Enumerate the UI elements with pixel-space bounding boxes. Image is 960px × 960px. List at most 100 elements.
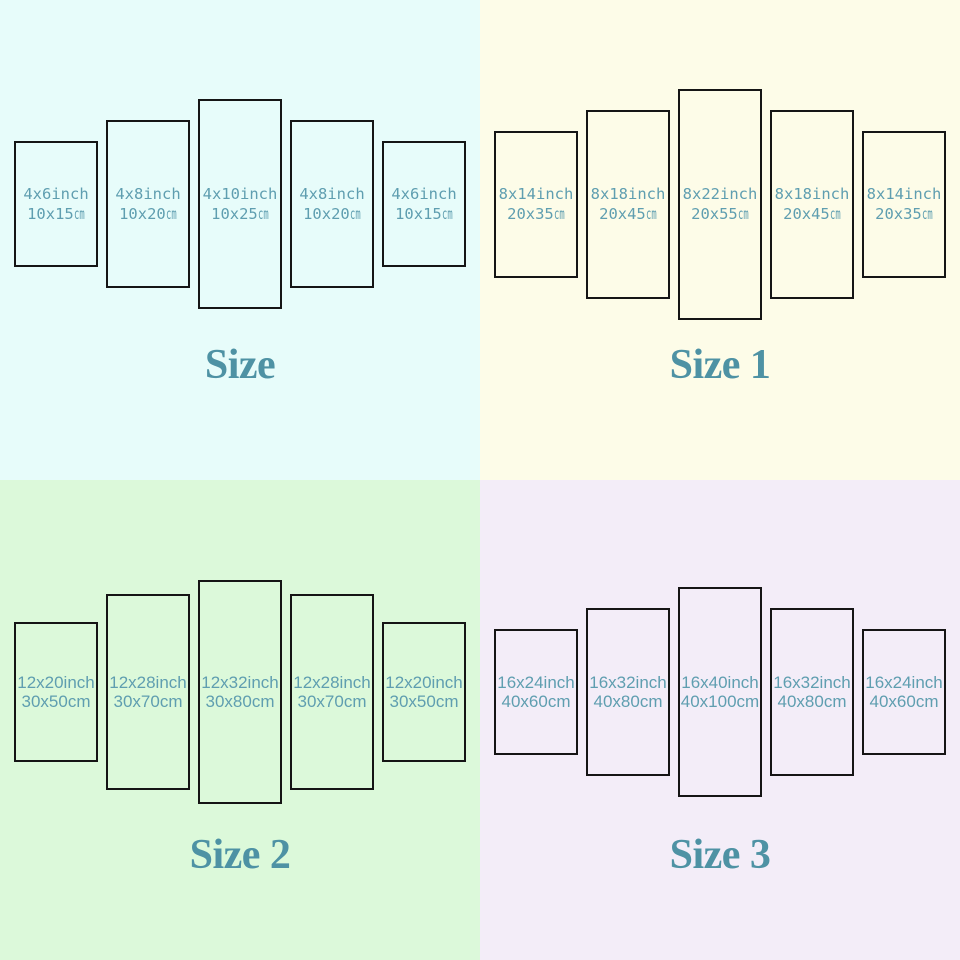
panel-size-cm: 30x80cm (201, 692, 279, 711)
panel-size-cm: 20x35cm (867, 204, 942, 225)
cm-unit: cm (736, 692, 760, 711)
panel-size-cm: 10x15cm (391, 204, 456, 225)
panel-size-cm: 20x55cm (683, 204, 758, 225)
panel-size-cm: 40x80cm (589, 692, 667, 711)
panel-size-cm: 20x35cm (499, 204, 574, 225)
cm-unit: cm (349, 205, 361, 223)
panel-size-inch: 4x8inch (115, 184, 181, 203)
cm-unit: cm (547, 692, 571, 711)
panel-size-inch: 12x20inch (385, 673, 463, 692)
cm-unit: cm (159, 692, 183, 711)
panel-size-cm: 10x15cm (23, 204, 88, 225)
cm-value: 40x100 (680, 692, 737, 711)
panel-size-cm: 20x45cm (775, 204, 850, 225)
cm-value: 40x80 (777, 692, 824, 711)
cm-unit: cm (915, 692, 939, 711)
cm-value: 10x20 (119, 204, 166, 223)
cm-unit: cm (73, 205, 85, 223)
panel-size-inch: 12x32inch (201, 673, 279, 692)
panel-size-inch: 8x14inch (498, 184, 574, 203)
panel-size-cm: 30x70cm (109, 692, 187, 711)
cm-value: 40x60 (501, 692, 548, 711)
panel-size-cm: 30x70cm (293, 692, 371, 711)
cm-unit: cm (67, 692, 91, 711)
cm-value: 30x50 (21, 692, 68, 711)
panel-size-cm: 30x50cm (385, 692, 463, 711)
panel-size-inch: 16x32inch (589, 673, 667, 692)
panel-size-inch: 16x32inch (773, 673, 851, 692)
cm-unit: cm (441, 205, 453, 223)
quadrant-title: Size (204, 342, 276, 388)
panel-size-inch: 12x28inch (293, 673, 371, 692)
panel-size-cm: 40x100cm (681, 692, 759, 711)
cm-unit: cm (921, 205, 933, 223)
panel-size-cm: 10x20cm (299, 204, 364, 225)
cm-value: 20x35 (875, 204, 922, 223)
cm-value: 20x45 (599, 204, 646, 223)
panel-size-inch: 8x18inch (774, 184, 850, 203)
panel-size-inch: 12x20inch (17, 673, 95, 692)
panel-size-inch: 8x14inch (866, 184, 942, 203)
cm-unit: cm (343, 692, 367, 711)
cm-unit: cm (645, 205, 657, 223)
quadrant-title: Size 1 (669, 342, 771, 388)
cm-value: 30x70 (297, 692, 344, 711)
panel-size-cm: 40x80cm (773, 692, 851, 711)
panel-size-inch: 16x24inch (865, 673, 943, 692)
panel-size-inch: 16x40inch (681, 673, 759, 692)
quadrant-title: Size 3 (669, 832, 771, 878)
panel-size-inch: 8x18inch (590, 184, 666, 203)
panel-size-cm: 10x20cm (115, 204, 180, 225)
cm-value: 10x25 (211, 204, 258, 223)
cm-unit: cm (639, 692, 663, 711)
cm-value: 20x35 (507, 204, 554, 223)
cm-value: 20x45 (783, 204, 830, 223)
cm-value: 20x55 (691, 204, 738, 223)
panel-size-cm: 40x60cm (865, 692, 943, 711)
cm-value: 10x15 (27, 204, 74, 223)
cm-value: 10x15 (395, 204, 442, 223)
panel-size-inch: 4x8inch (299, 184, 365, 203)
cm-value: 40x60 (869, 692, 916, 711)
panel-size-cm: 10x25cm (203, 204, 278, 225)
quadrant-title: Size 2 (189, 832, 291, 878)
cm-unit: cm (829, 205, 841, 223)
panel-size-inch: 12x28inch (109, 673, 187, 692)
panel-size-inch: 8x22inch (682, 184, 758, 203)
cm-unit: cm (165, 205, 177, 223)
